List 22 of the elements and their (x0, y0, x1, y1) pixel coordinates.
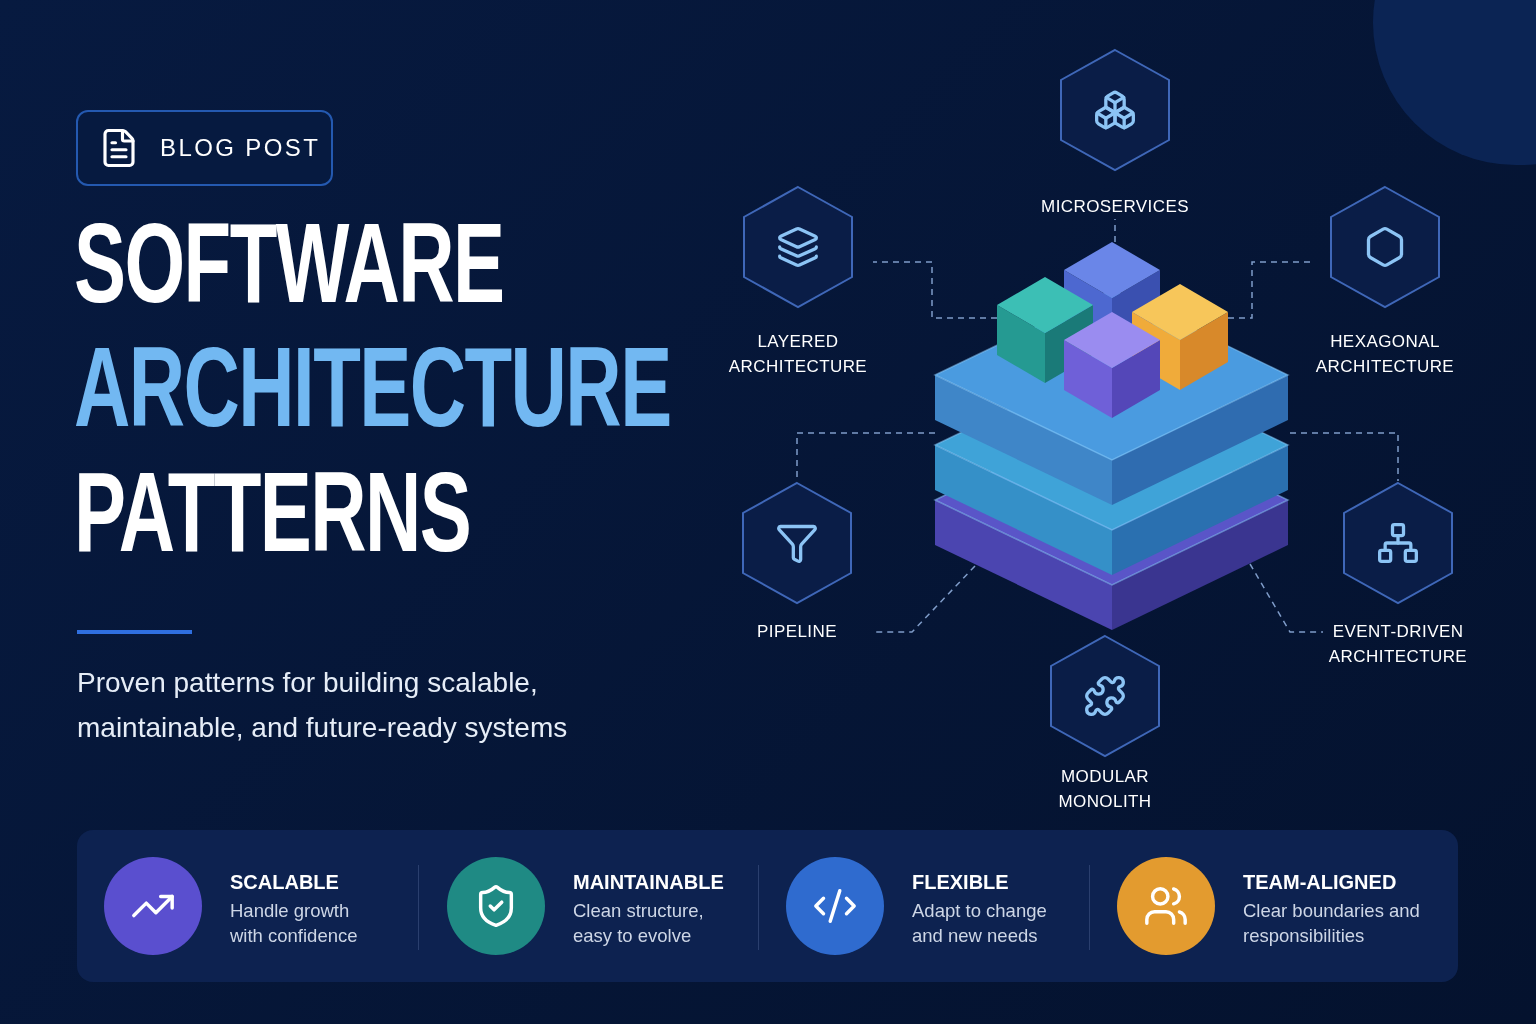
feature-description: Handle growth with confidence (230, 899, 359, 948)
dashed-connector (1249, 563, 1324, 633)
pattern-label: LAYERED ARCHITECTURE (727, 331, 869, 378)
feature-heading: MAINTAINABLE (573, 870, 725, 895)
pattern-label: PIPELINE (757, 621, 837, 643)
main-title: SOFTWARE ARCHITECTURE PATTERNS (74, 200, 672, 575)
feature-heading: SCALABLE (230, 870, 340, 895)
feature-heading: TEAM-ALIGNED (1243, 870, 1398, 895)
pattern-label: MICROSERVICES (1041, 196, 1189, 218)
badge-text: BLOG POST (160, 133, 321, 163)
pattern-label: MODULAR MONOLITH (1057, 766, 1153, 813)
pattern-label: HEXAGONAL ARCHITECTURE (1314, 331, 1456, 378)
feature-description: Clean structure, easy to evolve (573, 899, 705, 948)
pattern-label: EVENT-DRIVEN ARCHITECTURE (1327, 621, 1469, 668)
feature-heading: FLEXIBLE (912, 870, 1010, 895)
dashed-connector (1114, 218, 1116, 243)
feature-description: Clear boundaries and responsibilities (1243, 899, 1421, 948)
dashed-connector (1289, 432, 1399, 482)
dashed-connector (1227, 261, 1311, 319)
dashed-connector (872, 261, 998, 319)
feature-description: Adapt to change and new needs (912, 899, 1048, 948)
subtitle: Proven patterns for building scalable, maintainable, and future-ready systems (77, 666, 569, 745)
